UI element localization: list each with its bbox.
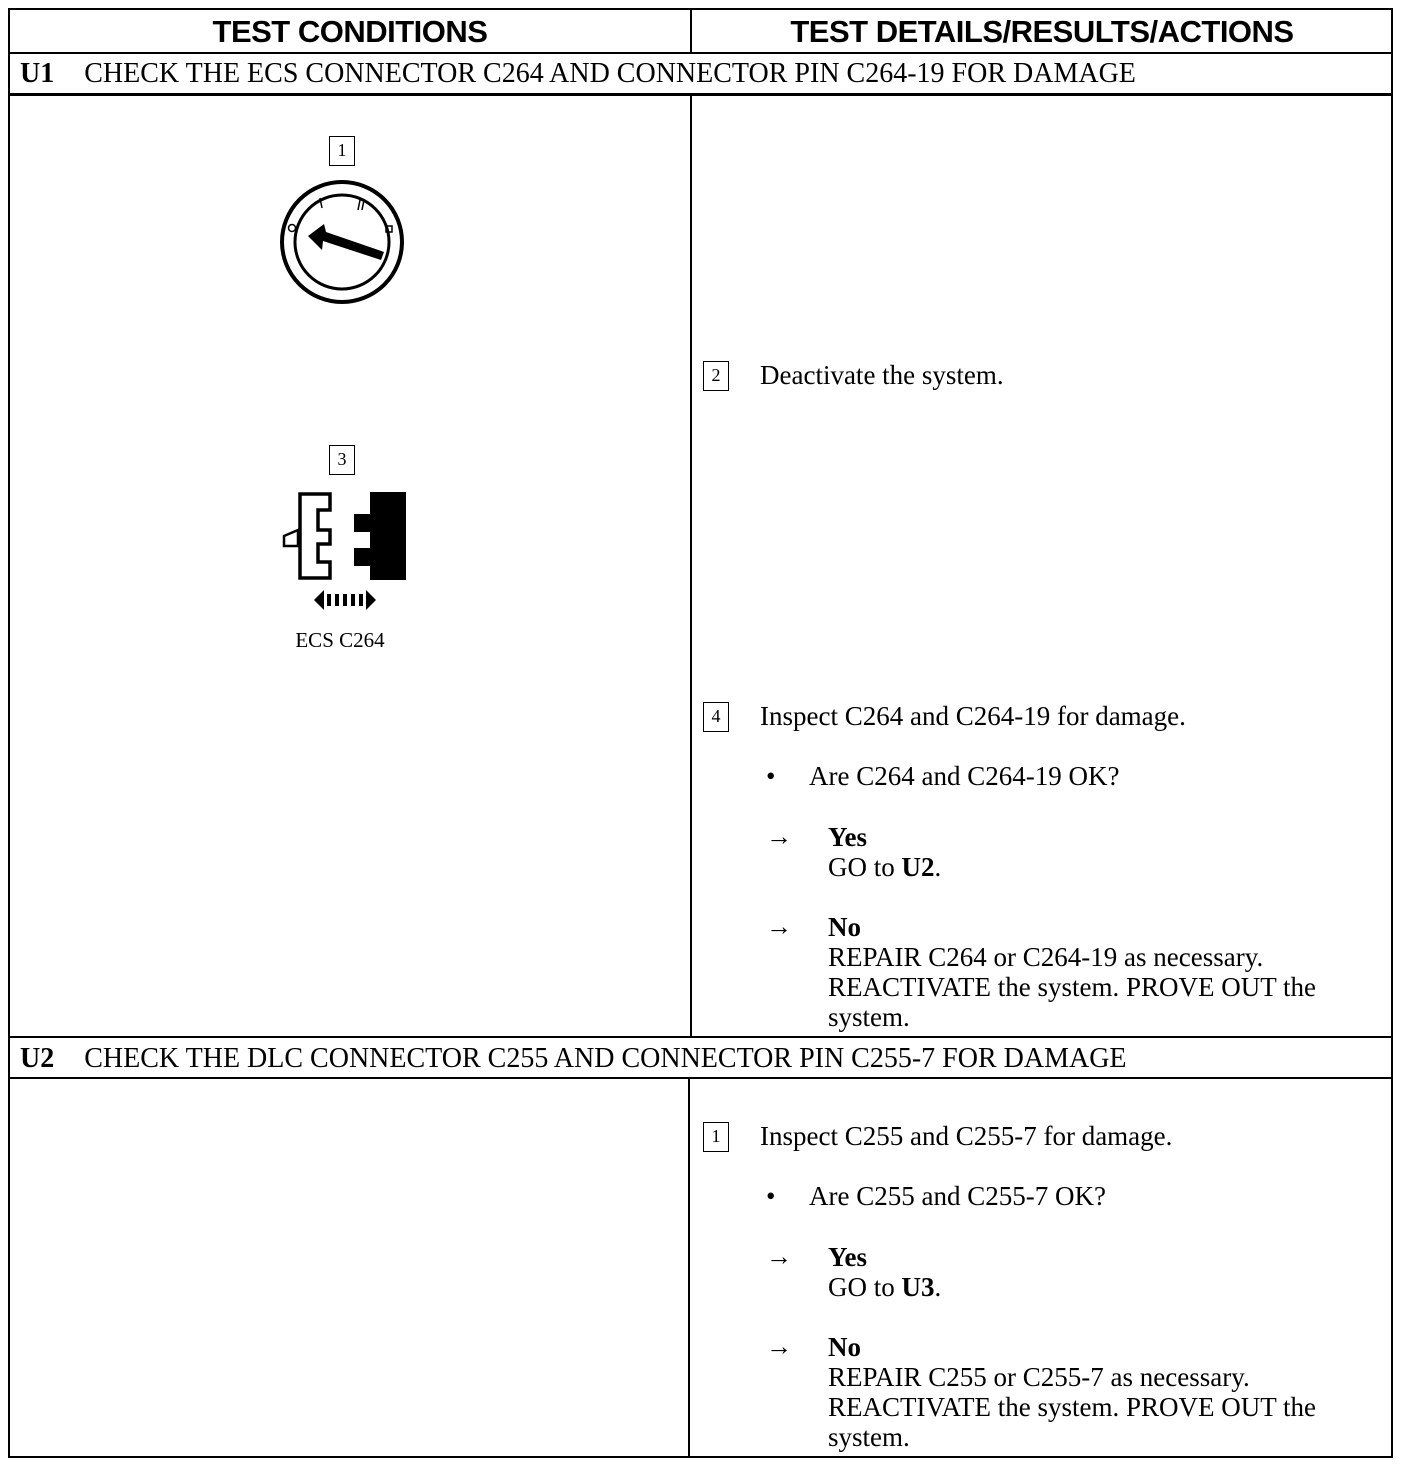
u2-step-1-box: 1 bbox=[703, 1122, 729, 1152]
section-u2-title-text: CHECK THE DLC CONNECTOR C255 AND CONNECT… bbox=[84, 1043, 1127, 1074]
ignition-switch-icon bbox=[280, 180, 404, 304]
u2-no-line-1: REPAIR C255 or C255-7 as necessary. bbox=[828, 1362, 1250, 1392]
connector-label: ECS C264 bbox=[295, 628, 385, 652]
u2-yes-label: Yes bbox=[828, 1242, 867, 1272]
u2-yes-action: GO to U3. bbox=[828, 1272, 942, 1302]
step-2-text: Deactivate the system. bbox=[760, 360, 1004, 390]
u1-question-bullet: • bbox=[766, 761, 776, 791]
u1-yes-arrow: → bbox=[766, 822, 792, 851]
u1-question: Are C264 and C264-19 OK? bbox=[809, 761, 1120, 791]
section-u1-rule bbox=[10, 93, 1391, 96]
step-4-text: Inspect C264 and C264-19 for damage. bbox=[760, 701, 1186, 731]
section-u1-id: U1 bbox=[20, 58, 55, 89]
u2-no-line-2: REACTIVATE the system. PROVE OUT the bbox=[828, 1392, 1316, 1422]
u1-yes-label: Yes bbox=[828, 822, 867, 852]
connector-c264-icon bbox=[282, 492, 406, 610]
section-u1-title: U1 CHECK THE ECS CONNECTOR C264 AND CONNE… bbox=[20, 58, 1136, 90]
callout-3-u1: 3 bbox=[329, 445, 355, 475]
u1-no-arrow: → bbox=[766, 912, 792, 941]
u1-column-divider bbox=[690, 95, 692, 1038]
u2-no-label: No bbox=[828, 1332, 861, 1362]
step-4-box: 4 bbox=[703, 702, 729, 732]
section-u2-title: U2 CHECK THE DLC CONNECTOR C255 AND CONNE… bbox=[20, 1043, 1127, 1075]
u1-no-line-2: REACTIVATE the system. PROVE OUT the bbox=[828, 972, 1316, 1002]
u1-no-line-3: system. bbox=[828, 1002, 910, 1032]
u2-column-divider bbox=[688, 1079, 690, 1458]
step-2-box: 2 bbox=[703, 361, 729, 391]
u2-yes-target: U3 bbox=[901, 1272, 935, 1302]
header-test-conditions: TEST CONDITIONS bbox=[212, 14, 488, 49]
u2-question-bullet: • bbox=[766, 1181, 776, 1211]
header-divider bbox=[690, 10, 692, 53]
u2-question: Are C255 and C255-7 OK? bbox=[809, 1181, 1106, 1211]
section-u1-title-text: CHECK THE ECS CONNECTOR C264 AND CONNECT… bbox=[84, 58, 1136, 89]
u1-no-label: No bbox=[828, 912, 861, 942]
u2-step-1-text: Inspect C255 and C255-7 for damage. bbox=[760, 1121, 1173, 1151]
u1-no-line-1: REPAIR C264 or C264-19 as necessary. bbox=[828, 942, 1264, 972]
u2-yes-arrow: → bbox=[766, 1242, 792, 1271]
header-rule bbox=[10, 52, 1391, 54]
u1-yes-target: U2 bbox=[901, 852, 935, 882]
u2-no-line-3: system. bbox=[828, 1422, 910, 1452]
u2-no-arrow: → bbox=[766, 1332, 792, 1361]
section-u2-rule bbox=[10, 1077, 1391, 1079]
section-u2-top-rule bbox=[10, 1036, 1391, 1038]
test-procedure-table: TEST CONDITIONS TEST DETAILS/RESULTS/ACT… bbox=[8, 8, 1393, 1458]
header-test-details: TEST DETAILS/RESULTS/ACTIONS bbox=[790, 14, 1294, 49]
section-u2-id: U2 bbox=[20, 1043, 55, 1074]
u1-yes-action: GO to U2. bbox=[828, 852, 942, 882]
callout-1-u1: 1 bbox=[329, 136, 355, 166]
